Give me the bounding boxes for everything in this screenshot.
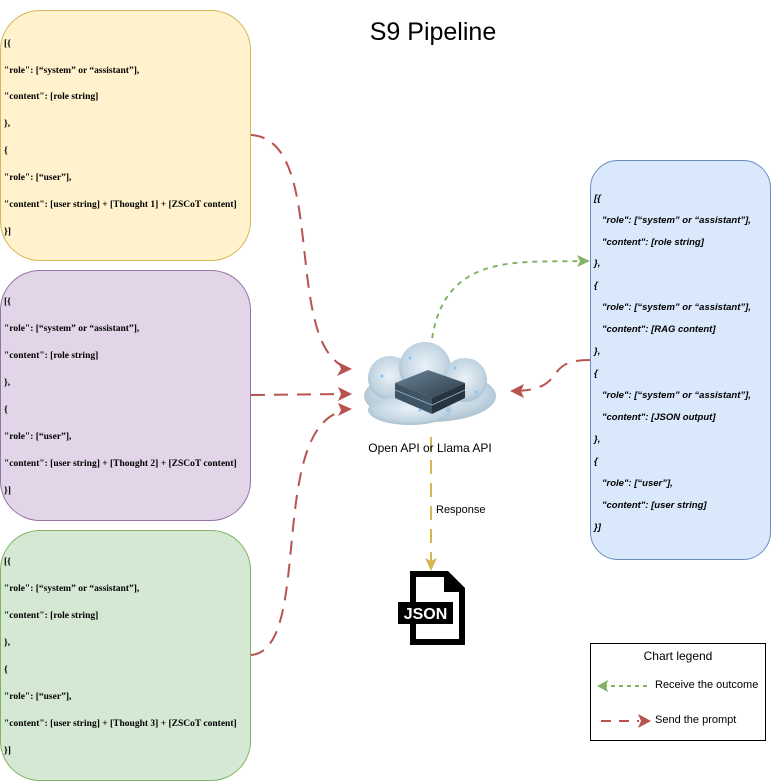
prompt-box-2-line: "role": [“system” or “assistant”],	[4, 324, 140, 334]
output-box-line: {	[594, 456, 598, 467]
output-box-line: {	[594, 368, 598, 379]
legend-swatches	[597, 680, 651, 728]
legend-send-arrowhead	[638, 714, 651, 728]
prompt-box-3-line: }]	[4, 746, 11, 756]
send-arrow-4-head	[510, 384, 524, 398]
prompt-box-2-line: {	[4, 405, 8, 415]
output-box-line: "role": [“system” or “assistant”],	[602, 390, 751, 401]
prompt-box-1: [{ "role": [“system” or “assistant”], "c…	[0, 10, 251, 261]
output-box-line: }]	[594, 522, 601, 533]
prompt-box-3-line: "role": [“system” or “assistant”],	[4, 584, 140, 594]
prompt-box-3-line: "content": [role string]	[4, 611, 99, 621]
send-arrow-4	[513, 359, 591, 392]
output-box-line: "role": [“user”],	[602, 478, 673, 489]
send-arrow-1-head	[337, 362, 352, 376]
output-box-line: },	[594, 434, 601, 445]
output-box-line: "role": [“system” or “assistant”],	[602, 215, 751, 226]
prompt-box-3-line: "content": [user string] + [Thought 3] +…	[4, 719, 237, 729]
prompt-box-3-line: {	[4, 665, 8, 675]
prompt-box-3-line: [{	[4, 557, 11, 567]
send-arrow-2	[250, 393, 349, 396]
legend-receive-arrowhead	[597, 680, 608, 692]
prompt-box-2-line: }]	[4, 486, 11, 496]
output-box-line: "content": [role string]	[602, 237, 704, 248]
output-box-line: "content": [RAG content]	[602, 324, 716, 335]
send-arrow-1	[250, 134, 351, 370]
api-label: Open API or Llama API	[368, 441, 492, 455]
prompt-box-1-line: "role": [“user”],	[4, 173, 72, 183]
prompt-box-1-line: }]	[4, 227, 11, 237]
prompt-box-2-line: },	[4, 378, 11, 388]
output-box-line: [{	[594, 193, 601, 204]
output-box-line: "content": [user string]	[602, 500, 707, 511]
prompt-box-1-line: {	[4, 146, 8, 156]
json-file-icon: JSON	[398, 571, 465, 645]
output-box-line: "role": [“system” or “assistant”],	[602, 302, 751, 313]
prompt-box-1-line: "role": [“system” or “assistant”],	[4, 66, 140, 76]
prompt-box-2-line: [{	[4, 297, 11, 307]
prompt-box-2-line: "role": [“user”],	[4, 432, 72, 442]
send-arrow-2-head	[338, 387, 352, 401]
response-arrow-head	[425, 558, 437, 571]
receive-arrow	[430, 260, 586, 349]
prompt-box-1-line: },	[4, 119, 11, 129]
legend-receive-label: Receive the outcome	[655, 679, 759, 691]
prompt-box-1-line: "content": [user string] + [Thought 1] +…	[4, 200, 237, 210]
output-box-line: {	[594, 280, 598, 291]
send-arrow-3	[250, 409, 349, 656]
prompt-box-2: [{ "role": [“system” or “assistant”], "c…	[0, 270, 251, 521]
legend-send-label: Send the prompt	[655, 714, 737, 726]
output-message-box: [{ "role": [“system” or “assistant”], "c…	[590, 160, 771, 560]
cloud-server-icon	[364, 342, 496, 425]
prompt-box-3-line: },	[4, 638, 11, 648]
prompt-box-2-line: "content": [user string] + [Thought 2] +…	[4, 459, 237, 469]
receive-arrow-head	[577, 255, 590, 267]
legend-title: Chart legend	[643, 649, 713, 663]
diagram-title: S9 Pipeline	[369, 18, 497, 46]
prompt-box-3-line: "role": [“user”],	[4, 692, 72, 702]
chart-legend: Chart legend Receive the outcome Send th…	[590, 643, 766, 741]
output-box-line: },	[594, 258, 601, 269]
prompt-box-1-line: [{	[4, 39, 11, 49]
prompt-box-2-line: "content": [role string]	[4, 351, 99, 361]
prompt-box-1-line: "content": [role string]	[4, 92, 99, 102]
output-box-line: },	[594, 346, 601, 357]
json-icon-text: JSON	[404, 606, 448, 623]
output-box-line: "content": [JSON output]	[602, 412, 716, 423]
response-label: Response	[436, 504, 486, 516]
send-arrow-3-head	[338, 403, 352, 416]
prompt-box-3: [{ "role": [“system” or “assistant”], "c…	[0, 530, 251, 781]
